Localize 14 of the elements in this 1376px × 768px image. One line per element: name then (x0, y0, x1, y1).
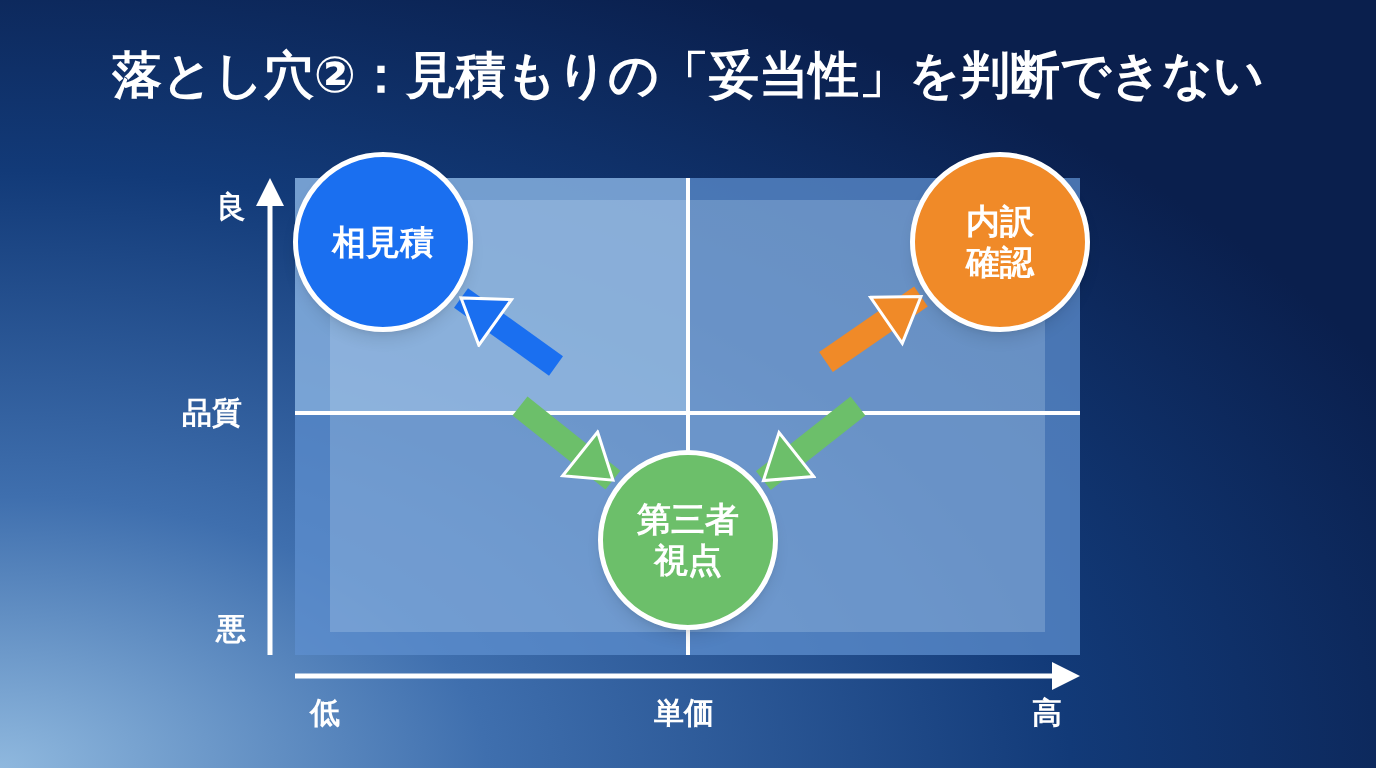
axis-label: 品質 (182, 398, 242, 428)
arrow (512, 396, 621, 490)
axis-label: 低 (310, 698, 340, 728)
arrow (755, 396, 866, 490)
axis-label: 高 (1032, 698, 1062, 728)
axis-label: 悪 (216, 614, 246, 644)
circle-label: 第三者視点 (636, 499, 740, 581)
axis-label: 単価 (654, 698, 714, 728)
circle-label: 内訳確認 (964, 201, 1036, 283)
circle-label: 相見積 (332, 221, 434, 263)
title: 落とし穴②：見積もりの「妥当性」を判断できない (110, 45, 1266, 106)
arrow (454, 288, 563, 376)
arrow (819, 286, 928, 372)
axis-label: 良 (216, 192, 246, 222)
